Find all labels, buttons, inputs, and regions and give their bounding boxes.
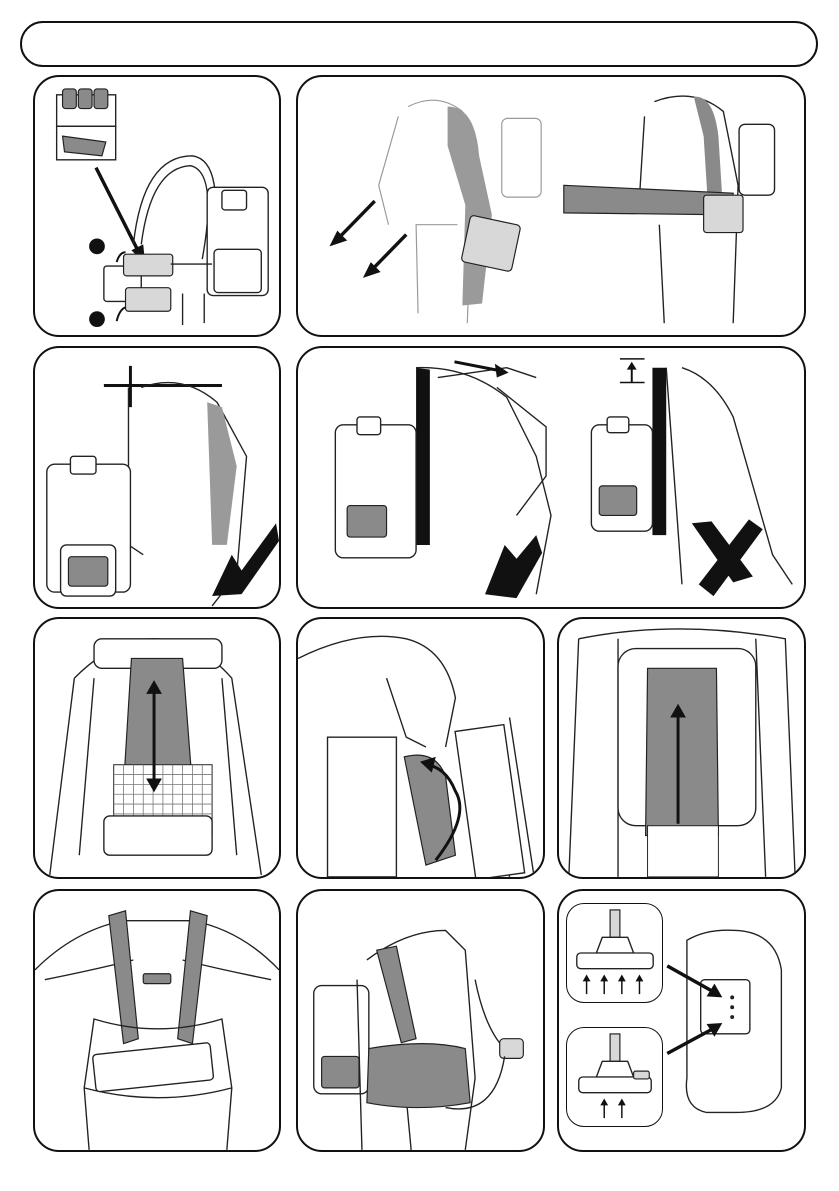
battery-icon <box>57 89 116 160</box>
hip-belt-illustration <box>298 891 543 1150</box>
panel-height-correct <box>33 346 281 609</box>
floor-nozzle-icon <box>567 1028 662 1126</box>
panel-hip-belt <box>296 889 545 1152</box>
battery-attach-illustration <box>35 77 279 335</box>
shoulder-strap-illustration <box>298 348 804 607</box>
panel-fix-velcro <box>557 617 806 879</box>
floor-nozzle-icon <box>567 904 662 1002</box>
chest-buckle-illustration <box>35 891 279 1150</box>
panel-attach-battery <box>33 75 281 337</box>
panel-back-length <box>33 617 281 879</box>
panel-release-velcro <box>296 617 545 879</box>
put-on-illustration <box>298 77 804 335</box>
sub-panel-level-4 <box>566 903 663 1003</box>
height-illustration <box>35 348 279 607</box>
panel-power-level <box>557 889 806 1152</box>
bullet-icon <box>89 238 105 254</box>
sub-panel-level-2 <box>566 1027 663 1127</box>
back-length-illustration <box>35 619 279 877</box>
arrow-icon <box>627 362 637 370</box>
panel-put-on <box>296 75 806 337</box>
header-bar <box>20 21 818 67</box>
bullet-icon <box>89 311 105 327</box>
panel-chest-buckle <box>33 889 281 1152</box>
release-velcro-illustration <box>298 619 543 877</box>
panel-shoulder-strap <box>296 346 806 609</box>
check-icon <box>485 535 542 598</box>
arrow-icon <box>96 168 137 250</box>
fix-velcro-illustration <box>559 619 804 877</box>
